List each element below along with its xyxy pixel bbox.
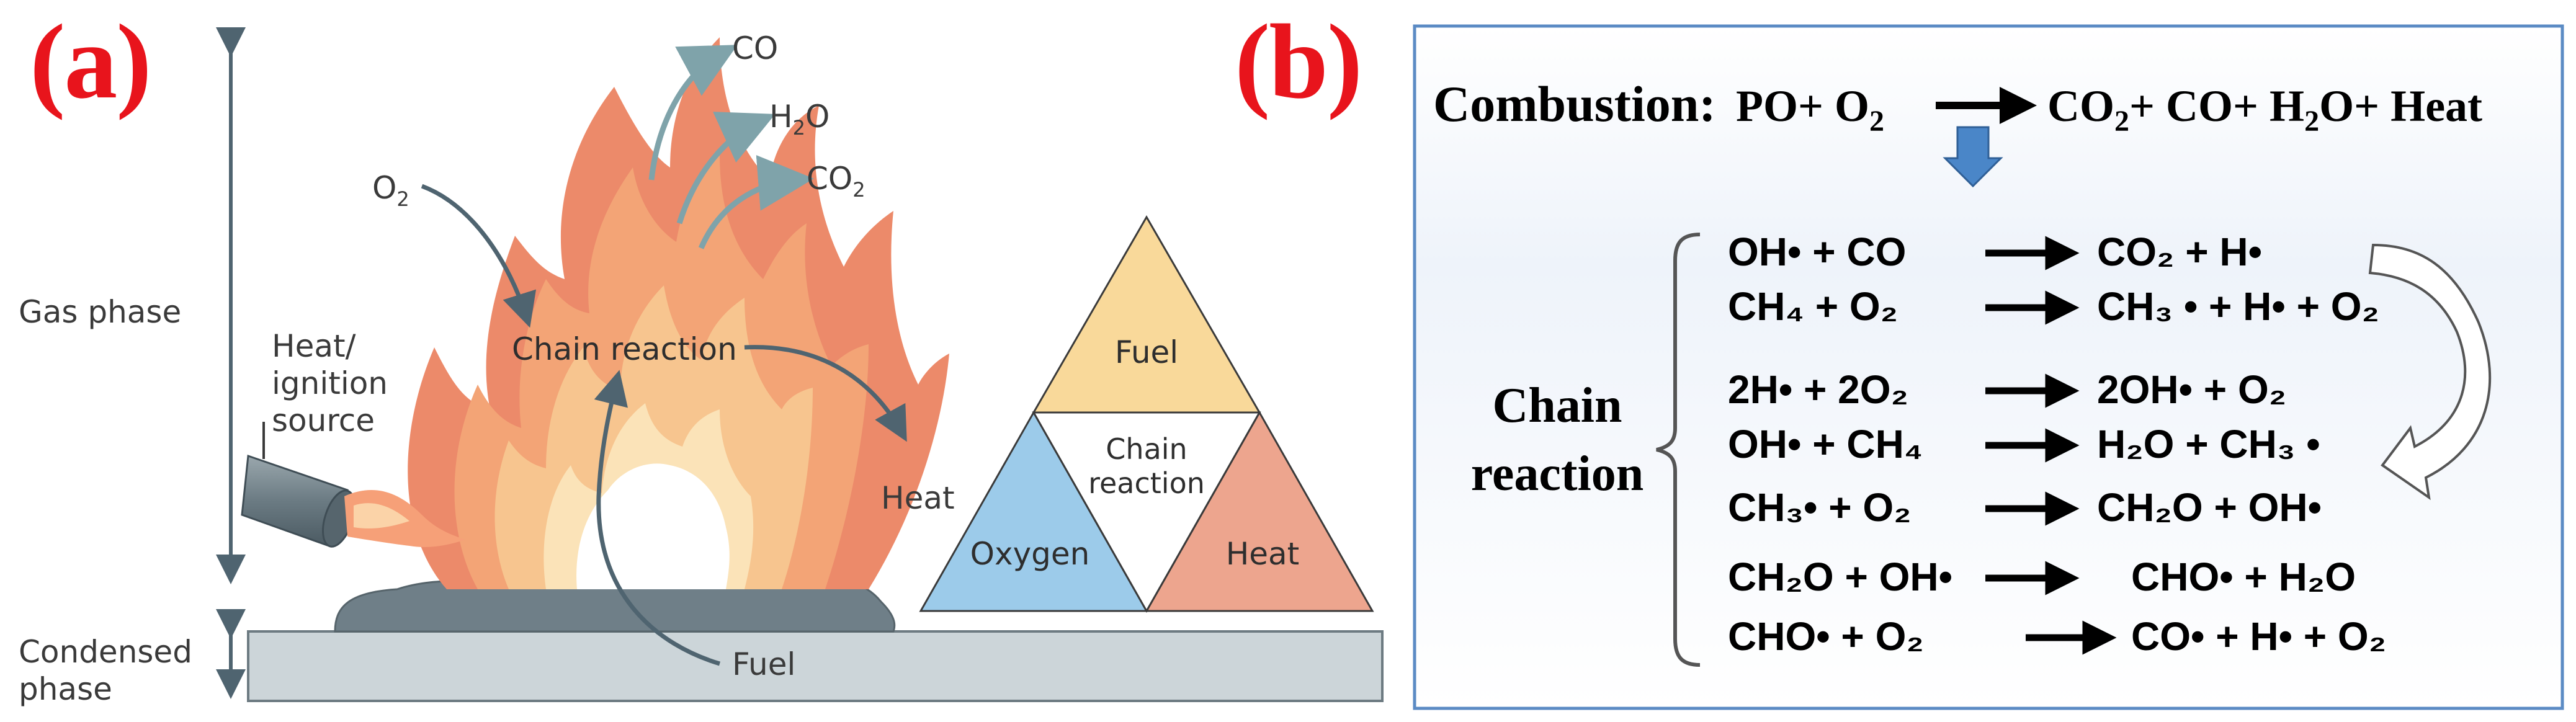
reaction-row: CH₃• + O₂ CH₂O + OH• bbox=[1728, 485, 2322, 530]
reaction-lhs: 2H• + 2O₂ bbox=[1728, 367, 1908, 412]
combustion-title: Combustion: bbox=[1433, 76, 1716, 132]
reaction-list: OH• + CO CO₂ + H• CH₄ + O₂ CH₃ • + H• + … bbox=[1728, 230, 2386, 659]
reaction-lhs: CH₂O + OH• bbox=[1728, 555, 1952, 599]
triangle-oxygen-label: Oxygen bbox=[970, 536, 1090, 572]
heat-source-label-line2: ignition bbox=[272, 365, 388, 401]
combustion-reactants: PO+ O2 bbox=[1736, 81, 1884, 138]
reaction-row: 2H• + 2O₂ 2OH• + O₂ bbox=[1728, 367, 2286, 412]
reaction-row: OH• + CH₄ H₂O + CH₃ • bbox=[1728, 422, 2320, 466]
ignition-pipe bbox=[241, 454, 465, 548]
triangle-center-label-line2: reaction bbox=[1088, 466, 1205, 500]
co2-label: CO2 bbox=[807, 161, 865, 202]
o2-arrow bbox=[421, 184, 537, 328]
chain-reaction-group-label-line1: Chain bbox=[1493, 378, 1622, 433]
heat-source-label-line1: Heat/ bbox=[272, 328, 356, 364]
h2o-arrow bbox=[676, 112, 776, 225]
o2-label: O2 bbox=[372, 170, 409, 211]
reaction-row: CH₂O + OH• CHO• + H₂O bbox=[1728, 555, 2356, 599]
reaction-lhs: CH₃• + O₂ bbox=[1728, 485, 1912, 530]
fuel-in-label: Fuel bbox=[732, 646, 795, 682]
reaction-rhs: CHO• + H₂O bbox=[2131, 555, 2356, 599]
triangle-heat-label: Heat bbox=[1226, 536, 1300, 572]
reaction-row: OH• + CO CO₂ + H• bbox=[1728, 230, 2262, 274]
fuel-in-arrow bbox=[594, 370, 721, 666]
reaction-rhs: CO• + H• + O₂ bbox=[2131, 614, 2386, 659]
reaction-lhs: OH• + CO bbox=[1728, 230, 1906, 274]
panel-b: Combustion: PO+ O2 CO2+ CO+ H2O+ Heat Ch… bbox=[1413, 24, 2564, 710]
co2-arrow bbox=[698, 154, 814, 249]
flame-white-core bbox=[576, 463, 730, 589]
condensed-phase-label-line2: phase bbox=[19, 671, 112, 707]
heat-source-label-line3: source bbox=[272, 403, 375, 439]
reaction-lhs: CHO• + O₂ bbox=[1728, 614, 1924, 659]
heat-out-arrow bbox=[744, 345, 907, 442]
triangle-fuel-label: Fuel bbox=[1115, 334, 1178, 370]
reaction-rhs: CH₃ • + H• + O₂ bbox=[2097, 284, 2379, 329]
gas-phase-label: Gas phase bbox=[19, 294, 181, 330]
triangle-fuel bbox=[1032, 215, 1261, 414]
fire-triangle: Fuel Oxygen Heat Chain reaction bbox=[919, 215, 1374, 613]
triangle-center bbox=[1032, 411, 1261, 613]
combustion-down-arrow bbox=[1943, 126, 2003, 188]
co-label: CO bbox=[732, 30, 778, 66]
co-arrow bbox=[648, 45, 738, 180]
triangle-center-label-line1: Chain bbox=[1106, 432, 1187, 466]
h2o-label: H2O bbox=[769, 99, 830, 140]
panel-b-label: (b) bbox=[1235, 3, 1362, 121]
reaction-rhs: 2OH• + O₂ bbox=[2097, 367, 2286, 412]
heat-out-label: Heat bbox=[881, 480, 955, 516]
reaction-lhs: OH• + CH₄ bbox=[1728, 422, 1923, 466]
chain-reaction-brace bbox=[1656, 233, 1701, 667]
panel-a: Gas phase Condensed phase Heat/ ignition… bbox=[19, 27, 1384, 707]
reaction-lhs: CH₄ + O₂ bbox=[1728, 284, 1898, 329]
reaction-rhs: H₂O + CH₃ • bbox=[2097, 422, 2320, 466]
reaction-row: CH₄ + O₂ CH₃ • + H• + O₂ bbox=[1728, 284, 2379, 329]
cycle-arrow bbox=[2368, 243, 2492, 501]
combustion-products: CO2+ CO+ H2O+ Heat bbox=[2047, 81, 2482, 138]
condensed-phase-label-line1: Condensed bbox=[19, 634, 192, 670]
chain-reaction-group-label-line2: reaction bbox=[1471, 447, 1644, 501]
condensed-slab bbox=[247, 630, 1384, 702]
reaction-rhs: CO₂ + H• bbox=[2097, 230, 2262, 274]
reaction-row: CHO• + O₂ CO• + H• + O₂ bbox=[1728, 614, 2386, 659]
panel-a-label: (a) bbox=[30, 3, 152, 121]
chain-reaction-label: Chain reaction bbox=[512, 331, 737, 367]
reaction-rhs: CH₂O + OH• bbox=[2097, 485, 2322, 530]
